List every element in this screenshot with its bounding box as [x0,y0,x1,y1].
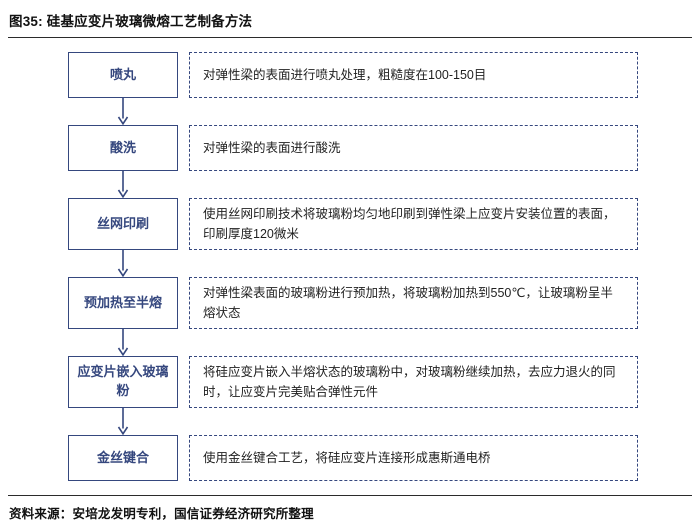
step-box: 喷丸 [68,52,178,98]
flow-connector [68,98,178,125]
footer-divider [8,495,692,496]
step-label: 应变片嵌入玻璃粉 [77,364,169,398]
down-arrow-icon [117,98,129,125]
step-description: 使用金丝键合工艺，将硅应变片连接形成惠斯通电桥 [189,435,638,481]
step-row: 金丝键合 使用金丝键合工艺，将硅应变片连接形成惠斯通电桥 [68,435,638,481]
step-label: 酸洗 [109,139,136,155]
step-description-text: 将硅应变片嵌入半熔状态的玻璃粉中，对玻璃粉继续加热，去应力退火的同时，让应变片完… [203,365,616,399]
step-description-text: 对弹性梁的表面进行酸洗 [203,141,341,155]
step-description: 将硅应变片嵌入半熔状态的玻璃粉中，对玻璃粉继续加热，去应力退火的同时，让应变片完… [189,356,638,408]
step-description: 对弹性梁的表面进行酸洗 [189,125,638,171]
step-description-text: 使用丝网印刷技术将玻璃粉均匀地印刷到弹性梁上应变片安装位置的表面，印刷厚度120… [203,207,616,241]
step-description-text: 对弹性梁的表面进行喷丸处理，粗糙度在100-150目 [203,68,487,82]
down-arrow-icon [117,250,129,277]
step-label: 金丝键合 [96,449,149,465]
down-arrow-icon [117,329,129,356]
step-box: 酸洗 [68,125,178,171]
title-divider [8,37,692,38]
step-description: 使用丝网印刷技术将玻璃粉均匀地印刷到弹性梁上应变片安装位置的表面，印刷厚度120… [189,198,638,250]
step-description-text: 对弹性梁表面的玻璃粉进行预加热，将玻璃粉加热到550℃，让玻璃粉呈半熔状态 [203,286,613,320]
down-arrow-icon [117,408,129,435]
step-box: 预加热至半熔 [68,277,178,329]
step-description: 对弹性梁表面的玻璃粉进行预加热，将玻璃粉加热到550℃，让玻璃粉呈半熔状态 [189,277,638,329]
step-row: 喷丸 对弹性梁的表面进行喷丸处理，粗糙度在100-150目 [68,52,638,98]
figure-title: 图35: 硅基应变片玻璃微熔工艺制备方法 [9,14,253,29]
step-box: 应变片嵌入玻璃粉 [68,356,178,408]
flow-connector [68,408,178,435]
step-row: 预加热至半熔 对弹性梁表面的玻璃粉进行预加热，将玻璃粉加热到550℃，让玻璃粉呈… [68,277,638,329]
step-label: 喷丸 [109,66,136,82]
step-row: 丝网印刷 使用丝网印刷技术将玻璃粉均匀地印刷到弹性梁上应变片安装位置的表面，印刷… [68,198,638,250]
step-label: 丝网印刷 [96,215,149,231]
flow-connector [68,329,178,356]
step-description: 对弹性梁的表面进行喷丸处理，粗糙度在100-150目 [189,52,638,98]
step-box: 丝网印刷 [68,198,178,250]
step-box: 金丝键合 [68,435,178,481]
step-label: 预加热至半熔 [83,294,162,310]
flow-connector [68,171,178,198]
down-arrow-icon [117,171,129,198]
flow-connector [68,250,178,277]
step-row: 应变片嵌入玻璃粉 将硅应变片嵌入半熔状态的玻璃粉中，对玻璃粉继续加热，去应力退火… [68,356,638,408]
step-row: 酸洗 对弹性梁的表面进行酸洗 [68,125,638,171]
step-description-text: 使用金丝键合工艺，将硅应变片连接形成惠斯通电桥 [203,451,491,465]
flowchart: 喷丸 对弹性梁的表面进行喷丸处理，粗糙度在100-150目 酸洗 对弹性梁的表面… [8,52,692,481]
